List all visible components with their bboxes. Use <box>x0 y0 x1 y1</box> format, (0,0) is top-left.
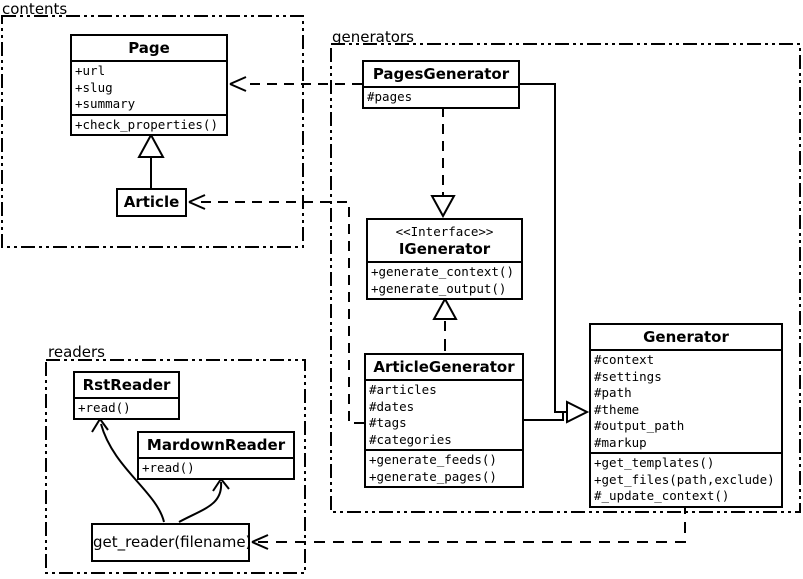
attribute: #path <box>594 385 632 400</box>
class-article-title: Article <box>123 193 180 211</box>
class-pagesgenerator: PagesGenerator #pages <box>362 60 520 109</box>
package-contents-label: contents <box>2 0 68 18</box>
method: +get_files(path,exclude) <box>594 471 775 487</box>
inheritance-pagesgenerator-generator-line <box>520 83 567 413</box>
function-get-reader-box: get_reader(filename) <box>91 523 251 562</box>
class-generator-attributes: #context #settings #path #theme #output_… <box>591 349 781 452</box>
inheritance-generator-triangle <box>566 400 590 424</box>
attribute: #theme <box>594 401 640 417</box>
attribute: #markup <box>594 434 647 450</box>
dependency-articlegenerator-article-arrowhead <box>188 194 206 210</box>
class-page: Page +url +slug +summary +check_properti… <box>70 34 228 136</box>
attribute: #articles <box>369 382 437 397</box>
class-generator: Generator #context #settings #path #them… <box>589 323 783 508</box>
package-generators-label: generators <box>332 28 414 46</box>
attribute: +summary <box>75 96 136 111</box>
inheritance-articlegenerator-generator-line <box>524 411 564 421</box>
method: +get_templates() <box>594 455 715 470</box>
class-markdownreader: MardownReader +read() <box>137 431 295 480</box>
attribute: #tags <box>369 415 407 430</box>
class-igenerator-title: IGenerator <box>398 240 491 258</box>
class-markdownreader-methods: +read() <box>139 457 293 478</box>
method: +check_properties() <box>75 116 218 132</box>
class-page-attributes: +url +slug +summary <box>72 60 226 114</box>
package-generators-frame <box>330 43 801 513</box>
class-rstreader: RstReader +read() <box>73 371 180 420</box>
class-igenerator-methods: +generate_context() +generate_output() <box>368 261 521 298</box>
class-pagesgenerator-title: PagesGenerator <box>372 65 510 83</box>
arrow-getreader-markdownreader-arrowhead <box>212 478 230 492</box>
attribute: #settings <box>594 368 662 384</box>
dependency-pagesgenerator-page-arrowhead <box>229 76 247 92</box>
package-readers-frame <box>45 359 306 574</box>
class-generator-methods: +get_templates() +get_files(path,exclude… <box>591 452 781 506</box>
class-page-title: Page <box>128 39 170 57</box>
dependency-generator-getreader-line <box>258 503 686 543</box>
arrow-getreader-rstreader-line <box>100 423 165 523</box>
class-igenerator-stereotype: <<Interface>> <box>395 224 494 239</box>
realization-articlegenerator-igenerator-triangle <box>432 296 458 320</box>
attribute: #categories <box>369 431 452 447</box>
attribute: #output_path <box>594 418 685 433</box>
attribute: +slug <box>75 79 113 95</box>
class-igenerator: <<Interface>> IGenerator +generate_conte… <box>366 218 523 300</box>
class-generator-title: Generator <box>643 328 729 346</box>
arrow-getreader-rstreader-arrowhead <box>91 418 109 433</box>
method: +read() <box>78 400 131 415</box>
arrow-getreader-markdownreader-line <box>178 481 223 523</box>
class-rstreader-methods: +read() <box>75 397 178 418</box>
class-rstreader-title: RstReader <box>82 376 171 394</box>
inheritance-article-page-triangle <box>137 132 165 158</box>
attribute: #dates <box>369 398 415 414</box>
class-page-methods: +check_properties() <box>72 113 226 135</box>
method: +read() <box>142 460 195 475</box>
class-pagesgenerator-attributes: #pages <box>364 86 518 107</box>
class-articlegenerator-methods: +generate_feeds() +generate_pages() <box>366 449 522 486</box>
attribute: #pages <box>367 89 413 104</box>
class-article: Article <box>116 188 187 217</box>
dependency-generator-getreader-arrowhead <box>251 534 269 550</box>
method: +generate_output() <box>371 280 507 296</box>
class-articlegenerator-title: ArticleGenerator <box>373 358 515 376</box>
method: #_update_context() <box>594 488 730 503</box>
realization-pagesgenerator-igenerator-triangle <box>430 195 456 219</box>
package-readers-label: readers <box>48 343 105 361</box>
attribute: +url <box>75 63 106 78</box>
method: +generate_context() <box>371 264 514 279</box>
method: +generate_feeds() <box>369 452 497 467</box>
class-articlegenerator-attributes: #articles #dates #tags #categories <box>366 379 522 449</box>
attribute: #context <box>594 352 655 367</box>
class-markdownreader-title: MardownReader <box>146 436 286 454</box>
class-articlegenerator: ArticleGenerator #articles #dates #tags … <box>364 353 524 488</box>
dependency-articlegenerator-article-line <box>196 201 364 424</box>
method: +generate_pages() <box>369 468 497 484</box>
package-contents-frame <box>1 15 304 248</box>
